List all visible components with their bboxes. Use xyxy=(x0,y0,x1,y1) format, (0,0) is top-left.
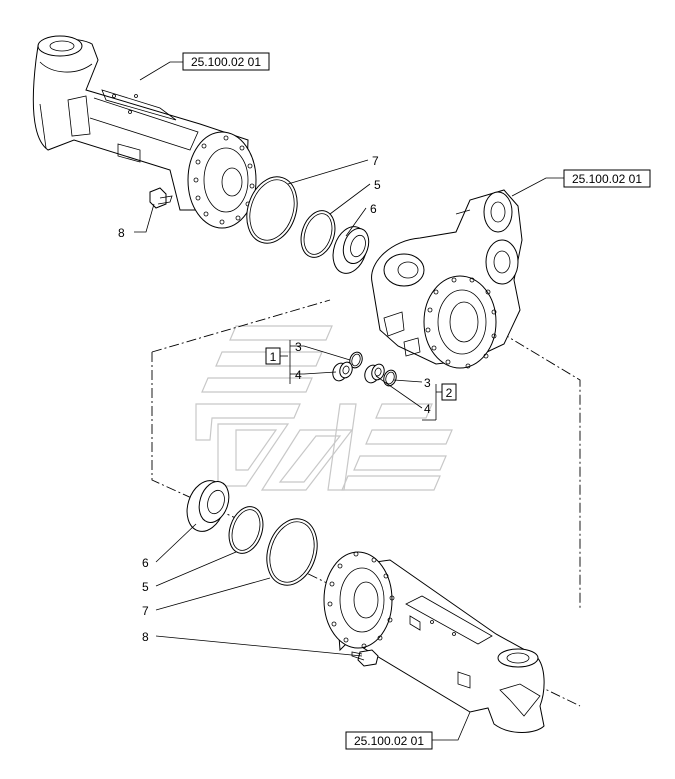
callout-8-top: 8 xyxy=(118,226,125,240)
ring-5-lower xyxy=(228,506,264,554)
ring-5-upper xyxy=(300,210,336,258)
o-ring-7-upper xyxy=(246,176,298,244)
leader-lines xyxy=(134,61,564,741)
svg-text:2: 2 xyxy=(446,386,453,400)
callout-3-right: 3 xyxy=(424,376,431,390)
bearing-6-lower xyxy=(186,480,230,532)
bushing-4-right xyxy=(364,363,385,384)
callout-6-top: 6 xyxy=(370,202,377,216)
lower-axle-housing xyxy=(323,551,545,733)
callout-5-bottom: 5 xyxy=(142,580,149,594)
center-housing xyxy=(371,189,523,369)
callout-labels: 7 5 6 8 3 4 3 4 6 5 7 8 xyxy=(118,154,431,644)
svg-text:25.100.02 01: 25.100.02 01 xyxy=(191,55,261,69)
bolt-lower xyxy=(351,649,379,667)
bearing-6-upper xyxy=(332,226,370,274)
callout-4-right: 4 xyxy=(424,402,431,416)
callout-4-left: 4 xyxy=(295,368,302,382)
callout-3-left: 3 xyxy=(295,340,302,354)
group-label-1: 1 xyxy=(265,347,281,365)
svg-text:25.100.02 01: 25.100.02 01 xyxy=(354,734,424,748)
callout-5-top: 5 xyxy=(374,178,381,192)
svg-text:25.100.02 01: 25.100.02 01 xyxy=(572,172,642,186)
upper-axle-housing xyxy=(32,35,257,229)
bushing-4-left xyxy=(332,361,353,382)
callout-6-bottom: 6 xyxy=(142,556,149,570)
svg-text:1: 1 xyxy=(270,350,277,364)
o-ring-7-lower xyxy=(266,518,318,586)
reference-box-top-left[interactable]: 25.100.02 01 xyxy=(182,52,270,71)
callout-8-bottom: 8 xyxy=(142,630,149,644)
callout-7-top: 7 xyxy=(372,154,379,168)
watermark-logo xyxy=(195,325,453,491)
callout-7-bottom: 7 xyxy=(142,604,149,618)
group-label-2: 2 xyxy=(441,383,457,401)
reference-box-right[interactable]: 25.100.02 01 xyxy=(563,169,651,188)
ring-3-left xyxy=(349,351,363,369)
reference-box-bottom[interactable]: 25.100.02 01 xyxy=(345,731,433,750)
bolt-upper xyxy=(149,187,173,209)
